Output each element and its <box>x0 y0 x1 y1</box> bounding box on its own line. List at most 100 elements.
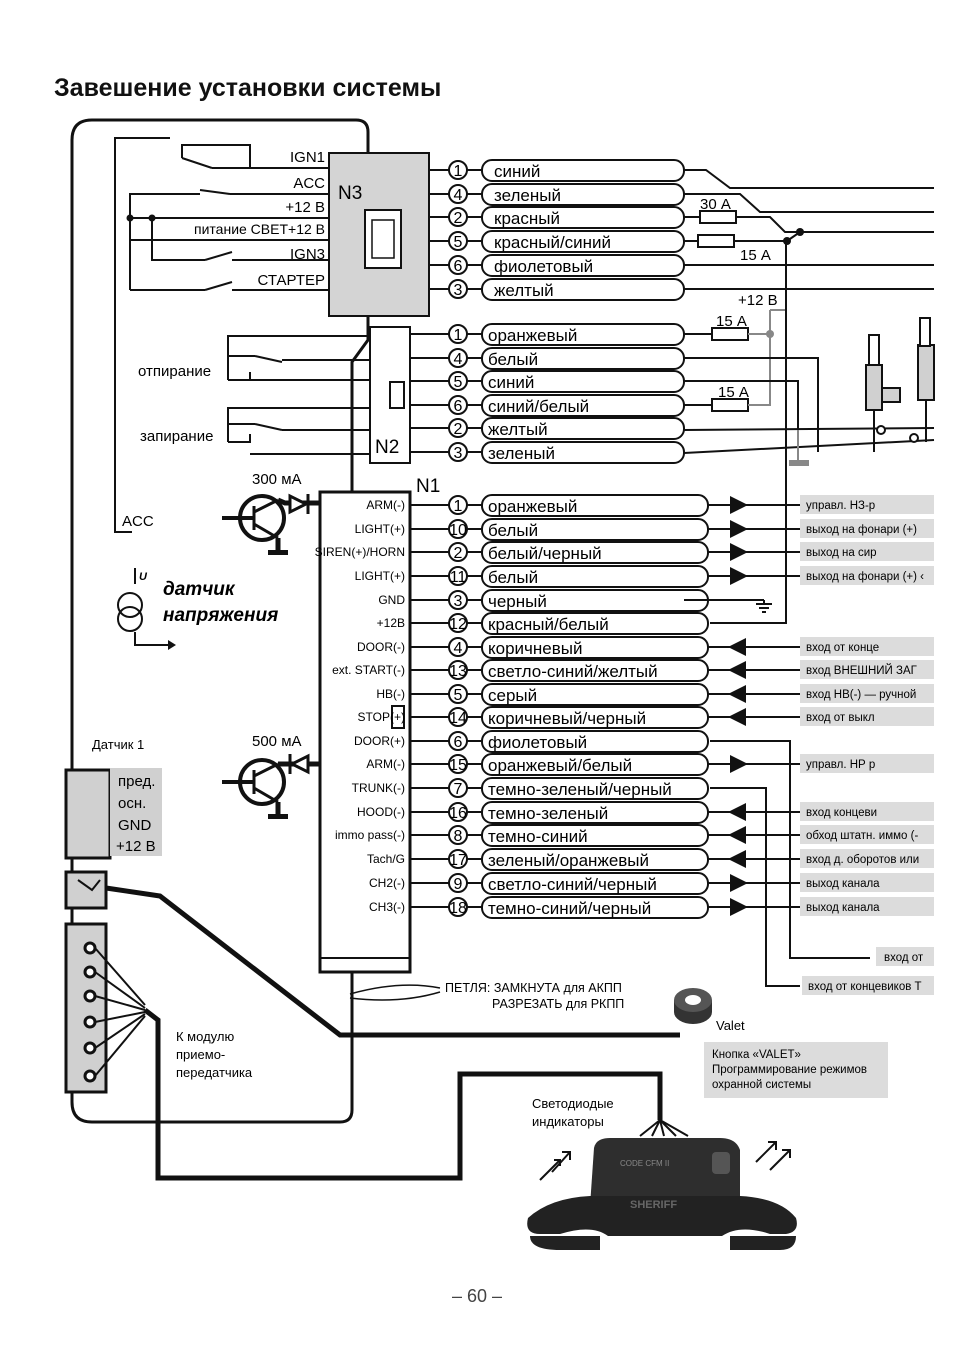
n1-pin-number: 16 <box>449 805 467 822</box>
n1-signal-label: DOOR(+) <box>354 734 405 748</box>
n1-pin-number: 6 <box>454 734 463 751</box>
n1-target-label: вход концеви <box>806 807 877 819</box>
svg-text:4: 4 <box>454 351 463 368</box>
svg-text:вход от концевиков Т: вход от концевиков Т <box>808 981 922 993</box>
svg-text:U: U <box>139 571 148 583</box>
n1-target-box <box>800 660 934 679</box>
page-number: – 60 – <box>451 1286 503 1306</box>
n1-wire-color: зеленый/оранжевый <box>488 851 649 870</box>
n1-target-label: вход д. оборотов или <box>806 854 919 866</box>
n1-pin-circle <box>448 637 468 657</box>
svg-text:CODE CFM II: CODE CFM II <box>620 1159 669 1168</box>
n2-label: N2 <box>375 437 399 458</box>
n1-target-box <box>800 519 934 538</box>
n1-pin-circle <box>448 519 468 539</box>
antenna-connector <box>64 870 680 1038</box>
fuse-15a-n3 <box>697 234 735 248</box>
input-arrow <box>728 685 746 703</box>
n1-pin-circle <box>448 660 468 680</box>
n3-wire-rows: 1 синий 4 зеленый 2 красный 30 А <box>429 159 934 301</box>
voltage-sensor-label: датчик <box>163 579 236 600</box>
n1-pin-circle <box>448 754 468 774</box>
n3-row-5: 5 красный/синий 15 А <box>429 228 804 264</box>
n1-target-label: вход от выкл <box>806 712 875 724</box>
n1-pin-circle <box>448 802 468 822</box>
n1-pin-number: 5 <box>454 687 463 704</box>
n2-row-6: 6 синий/белый 15 А <box>410 384 770 417</box>
svg-text:белый: белый <box>488 350 538 369</box>
n2-row-4: 4 белый <box>410 347 819 452</box>
svg-text:3: 3 <box>454 445 463 462</box>
n1-pin-number: 1 <box>454 498 463 515</box>
n1-target-box <box>800 825 934 844</box>
lock-label: запирание <box>140 428 213 445</box>
n1-wire-color: белый <box>488 521 538 540</box>
n1-signal-label: ext. START(-) <box>332 663 405 677</box>
n1-target-label: выход на сир <box>806 547 877 559</box>
n1-pin-number: 4 <box>454 640 463 657</box>
n1-signal-label: GND <box>378 593 405 607</box>
n1-pin-number: 9 <box>454 876 463 893</box>
svg-text:6: 6 <box>454 258 463 275</box>
n1-pin-circle <box>448 873 468 893</box>
input-arrow <box>728 661 746 679</box>
n1-wire-box <box>481 777 709 800</box>
n1-signal-label: ARM(-) <box>366 498 405 512</box>
n1-pin-circle <box>448 613 468 633</box>
n1-row: Tach/G 17 зеленый/оранжевый вход д. оборото… <box>367 848 934 871</box>
n1-target-box <box>800 495 934 514</box>
n1-signal-label: STOP(+) <box>358 710 405 724</box>
n1-wire-color: темно-синий <box>488 827 588 846</box>
svg-text:Светодиодые: Светодиодые <box>532 1096 614 1111</box>
svg-text:+12 В: +12 В <box>285 199 325 216</box>
svg-text:ACC: ACC <box>293 175 325 192</box>
n1-wire-color: темно-зеленый/черный <box>488 780 672 799</box>
input-arrow <box>728 850 746 868</box>
svg-text:оранжевый: оранжевый <box>488 326 577 345</box>
lock-actuators <box>865 317 935 452</box>
n1-pin-circle <box>448 566 468 586</box>
svg-text:IGN1: IGN1 <box>290 149 325 166</box>
n3-row-6: 6 фиолетовый <box>429 254 934 277</box>
svg-text:синий/белый: синий/белый <box>488 397 589 416</box>
n1-signal-label: immo pass(-) <box>335 828 405 842</box>
n1-signal-label: CH3(-) <box>369 900 405 914</box>
n1-signal-label: ARM(-) <box>366 757 405 771</box>
svg-text:30 А: 30 А <box>700 196 731 213</box>
output-transistor-500ma: 500 мА <box>222 733 320 819</box>
n1-target-box <box>800 684 934 703</box>
n1-target-label: выход канала <box>806 878 880 890</box>
svg-text:15 А: 15 А <box>716 313 747 330</box>
n1-pin-circle <box>448 707 468 727</box>
n2-wire-rows: +12 В 1 оранжевый 15 А 4 белый 5 <box>410 241 935 466</box>
n1-target-label: выход на фонари (+) ‹ <box>806 571 924 583</box>
n1-target-label: выход на фонари (+) <box>806 524 917 536</box>
n1-pin-circle <box>448 897 468 917</box>
n1-signal-label: HOOD(-) <box>357 805 405 819</box>
n1-wire-color: белый/черный <box>488 544 602 563</box>
acc-label: ACC <box>122 513 154 530</box>
n1-pin-circle <box>448 684 468 704</box>
n1-wire-color: темно-синий/черный <box>488 899 651 918</box>
svg-text:+12 В: +12 В <box>116 838 156 855</box>
n1-target-label: выход канала <box>806 902 880 914</box>
n1-wire-color: светло-синий/черный <box>488 875 657 894</box>
n1-wire-color: красный/белый <box>488 615 609 634</box>
n1-pin-number: 17 <box>449 852 467 869</box>
svg-text:синий: синий <box>494 162 540 181</box>
n1-signal-label: Tach/G <box>367 852 405 866</box>
n1-pin-number: 12 <box>449 616 467 633</box>
n1-target-box <box>800 754 934 773</box>
n3-row-3: 3 желтый <box>429 278 934 301</box>
n1-target-box <box>800 566 934 585</box>
led-indicator-module: Светодиодые индикаторы CODE CFM II SHERI… <box>527 1096 797 1250</box>
